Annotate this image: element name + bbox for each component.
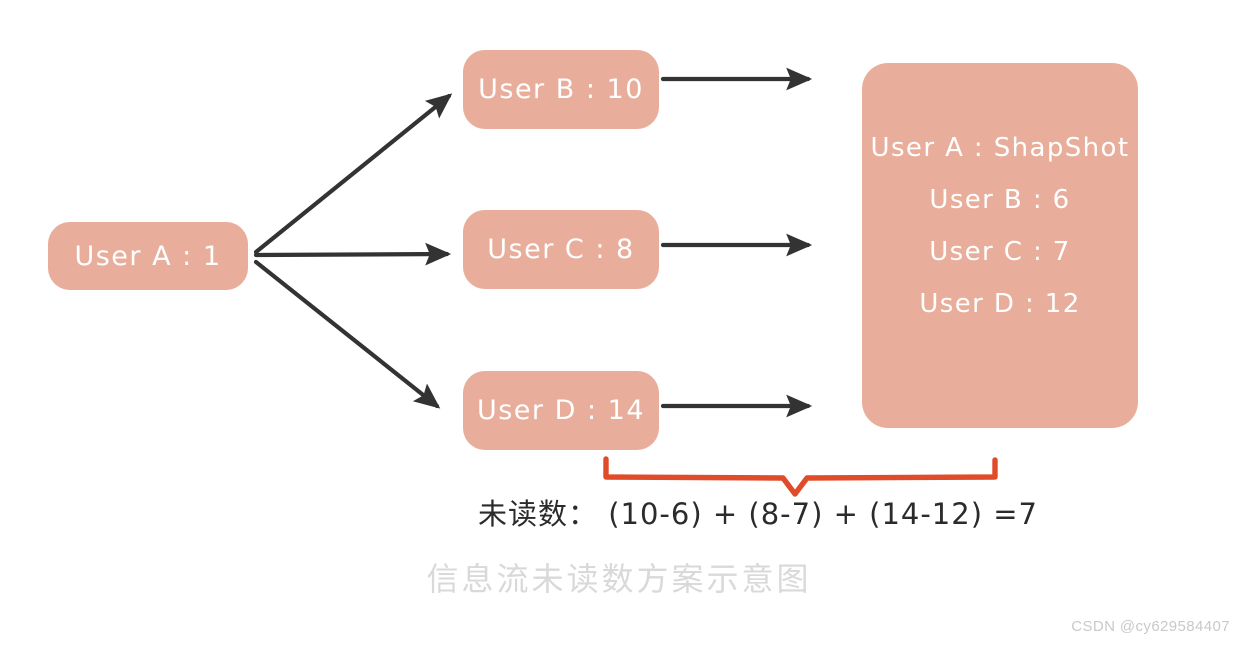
arrow-user-a-to-user-c (253, 242, 452, 266)
node-user-c-label: User C : 8 (487, 234, 635, 265)
arrow-user-a-to-user-d (253, 259, 441, 409)
arrow-user-a-to-user-b (253, 93, 453, 255)
node-user-b[interactable]: User B : 10 (463, 50, 659, 129)
snapshot-panel[interactable]: User A : ShapShot User B : 6 User C : 7 … (862, 63, 1138, 428)
unread-count-formula: 未读数： (10-6) + (8-7) + (14-12) =7 (478, 497, 1038, 531)
node-user-d-label: User D : 14 (476, 395, 646, 426)
snapshot-line-user-a: User A : ShapShot (870, 133, 1130, 163)
diagram-caption: 信息流未读数方案示意图 (426, 560, 812, 598)
snapshot-line-user-d: User D : 12 (919, 289, 1081, 319)
csdn-watermark: CSDN @cy629584407 (1071, 618, 1230, 635)
node-user-a[interactable]: User A : 1 (48, 222, 248, 290)
node-user-d[interactable]: User D : 14 (463, 371, 659, 450)
node-user-b-label: User B : 10 (478, 74, 644, 105)
node-user-a-label: User A : 1 (74, 240, 222, 272)
snapshot-line-user-b: User B : 6 (929, 185, 1071, 215)
snapshot-line-user-c: User C : 7 (929, 237, 1071, 267)
node-user-c[interactable]: User C : 8 (463, 210, 659, 289)
unread-count-bracket (603, 456, 998, 497)
